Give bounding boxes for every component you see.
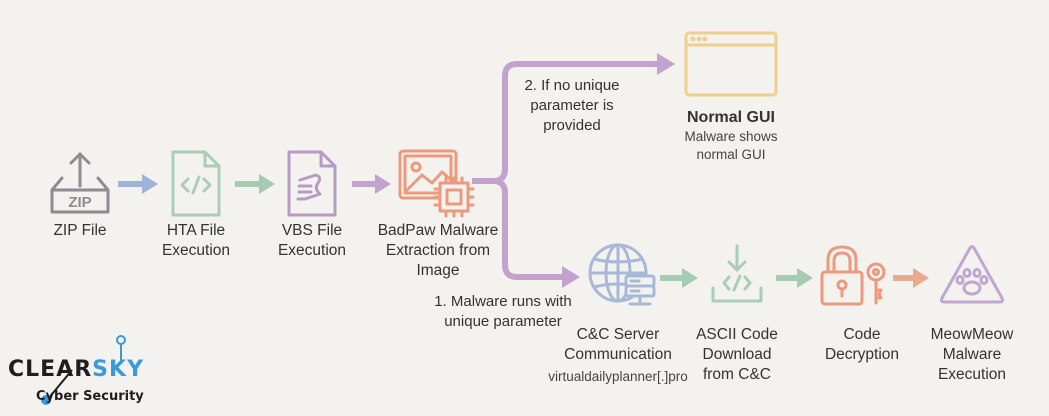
- arrow-zip-to-hta: [118, 174, 158, 194]
- node-zip-label: ZIP File: [30, 221, 130, 241]
- code-file-icon: [171, 150, 221, 217]
- arrow-to-cnc: [562, 266, 580, 288]
- label-line: Decryption: [824, 346, 900, 363]
- browser-window-icon: [684, 31, 778, 97]
- node-vbs-label: VBS File Execution: [262, 221, 362, 261]
- node-badpaw-label: BadPaw Malware Extraction from Image: [368, 221, 508, 281]
- paw-warning-icon: [939, 245, 1005, 304]
- svg-text:ZIP: ZIP: [68, 194, 91, 211]
- label-line: Extraction from: [385, 242, 491, 259]
- lock-key-icon: [820, 245, 886, 306]
- node-meow-label: MeowMeow Malware Execution: [912, 325, 1032, 385]
- label-line: BadPaw Malware: [377, 222, 499, 239]
- node-decrypt-label: Code Decryption: [802, 325, 922, 365]
- note-line: 2. If no unique: [524, 77, 620, 94]
- gui-desc-line: normal GUI: [696, 147, 766, 162]
- label-line: VBS File: [281, 222, 343, 239]
- label-line: Code: [843, 326, 881, 343]
- image-chip-icon: [398, 149, 475, 218]
- arrow-to-normal-gui: [657, 53, 675, 75]
- node-gui-label: Normal GUI Malware shows normal GUI: [661, 108, 801, 164]
- label-line: MeowMeow: [930, 326, 1014, 343]
- branch-connector: [472, 61, 660, 280]
- branch-lower-note: 1. Malware runs with unique parameter: [418, 292, 588, 332]
- label-line: from C&C: [702, 366, 772, 383]
- label-line: Execution: [161, 242, 231, 259]
- label-line: Communication: [564, 346, 672, 363]
- globe-server-icon: [588, 243, 656, 306]
- node-cnc-label: C&C Server Communication virtualdailypla…: [548, 325, 688, 386]
- node-ascii-label: ASCII Code Download from C&C: [677, 325, 797, 385]
- logo-name-blue: SKY: [92, 357, 144, 382]
- arrow-hta-to-vbs: [235, 174, 275, 194]
- arrow-decrypt-to-meow: [893, 268, 929, 288]
- label-line: ZIP File: [53, 222, 107, 239]
- zip-box-icon: ZIP: [50, 152, 110, 214]
- script-file-icon: [287, 150, 337, 217]
- arrow-cnc-to-ascii: [660, 268, 698, 288]
- node-hta-label: HTA File Execution: [146, 221, 246, 261]
- logo-name-dark: CLEAR: [8, 357, 93, 382]
- arrow-ascii-to-decrypt: [776, 268, 813, 288]
- label-line: Execution: [277, 242, 347, 259]
- note-line: parameter is: [530, 97, 614, 114]
- gui-title: Normal GUI: [686, 109, 775, 126]
- gui-desc-line: Malware shows: [684, 129, 778, 144]
- label-line: Malware: [942, 346, 1002, 363]
- clearsky-logo-graphic: [41, 335, 126, 405]
- note-line: unique parameter: [444, 313, 562, 330]
- logo-tagline: Cyber Security: [36, 389, 144, 404]
- label-line: Download: [702, 346, 772, 363]
- label-line: Image: [416, 262, 460, 279]
- label-line: ASCII Code: [696, 326, 778, 343]
- note-line: 1. Malware runs with: [434, 293, 572, 310]
- arrow-vbs-to-badpaw: [352, 174, 391, 194]
- label-line: HTA File: [166, 222, 226, 239]
- label-line: C&C Server: [576, 326, 660, 343]
- branch-upper-note: 2. If no unique parameter is provided: [512, 76, 632, 136]
- clearsky-logo: CLEARSKY: [8, 357, 144, 382]
- download-code-icon: [711, 244, 763, 303]
- label-line: Execution: [937, 366, 1007, 383]
- note-line: provided: [543, 117, 601, 134]
- cnc-domain: virtualdailyplanner[.]pro: [548, 369, 688, 384]
